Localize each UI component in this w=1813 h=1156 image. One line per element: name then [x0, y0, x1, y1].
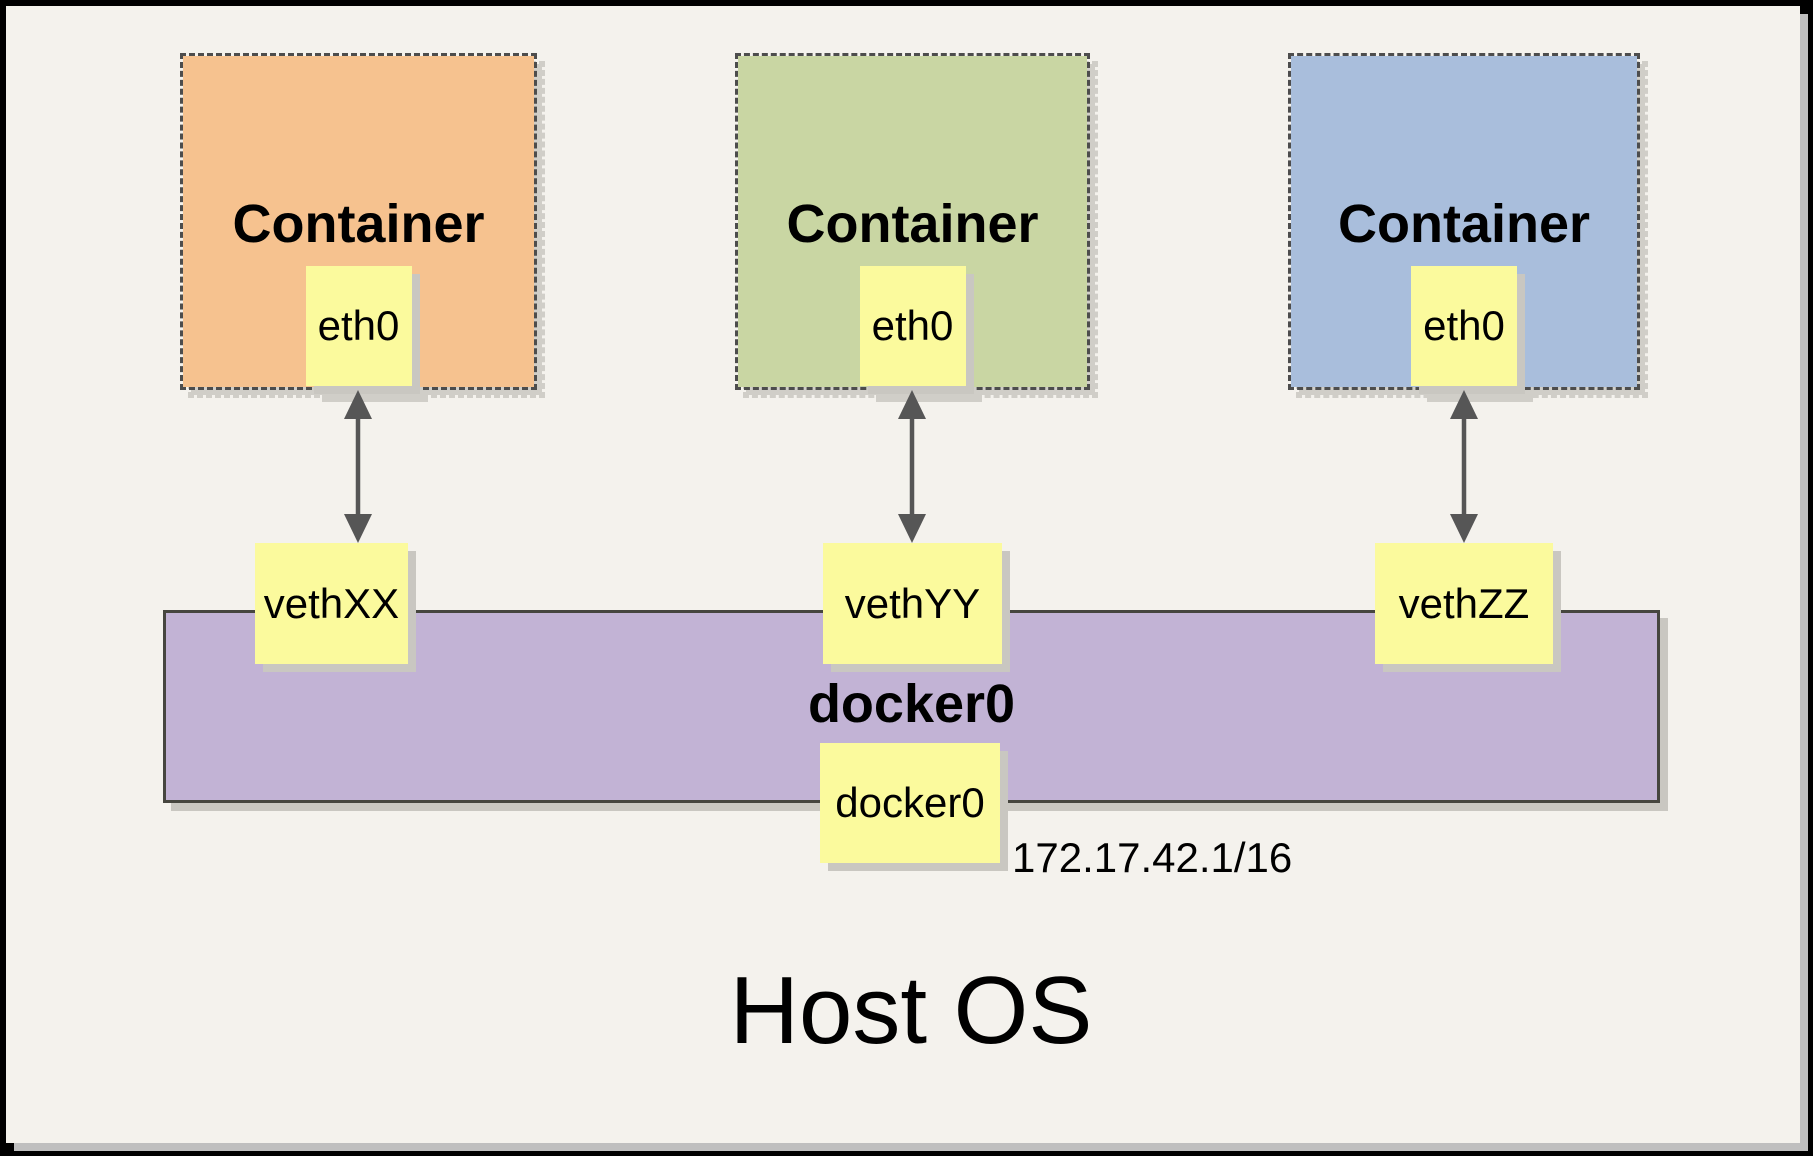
veth-connection-arrow-icon: [344, 390, 372, 543]
vethYY-box: vethYY: [823, 543, 1002, 664]
eth0-box-2: eth0: [859, 266, 966, 386]
vethXX-box: vethXX: [255, 543, 408, 664]
eth0-label: eth0: [1423, 302, 1505, 349]
eth0-box-3: eth0: [1411, 266, 1517, 386]
eth0-label: eth0: [871, 302, 954, 349]
diagram-canvas: Container eth0 Container eth0 Container …: [6, 6, 1800, 1143]
veth-connection-arrow-icon: [898, 390, 926, 543]
container-box-3: Container eth0: [1288, 53, 1640, 390]
container-title: Container: [786, 194, 1039, 254]
bridge-ip-label: 172.17.42.1/16: [1012, 834, 1293, 881]
host-os-title: Host OS: [729, 957, 1093, 1064]
veth-connection-arrow-icon: [1450, 390, 1478, 543]
container-title: Container: [1337, 194, 1591, 254]
vethXX-label: vethXX: [263, 579, 400, 627]
eth0-box-1: eth0: [305, 266, 412, 386]
container-box-1: Container eth0: [180, 53, 537, 390]
vethYY-label: vethYY: [844, 579, 981, 627]
container-title: Container: [232, 194, 485, 254]
docker0-interface-label: docker0: [835, 779, 985, 826]
eth0-label: eth0: [317, 302, 400, 349]
vethZZ-label: vethZZ: [1398, 579, 1530, 627]
docker0-bridge-label: docker0: [807, 674, 1016, 734]
vethZZ-box: vethZZ: [1375, 543, 1553, 664]
docker0-interface-box: docker0: [820, 743, 1000, 863]
container-box-2: Container eth0: [735, 53, 1090, 390]
